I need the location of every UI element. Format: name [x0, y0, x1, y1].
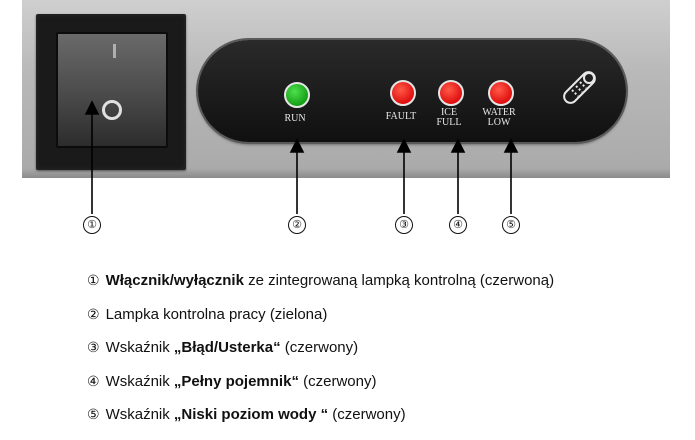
callout-1: ①	[83, 216, 101, 234]
callout-3: ③	[395, 216, 413, 234]
ice-full-led	[438, 80, 464, 106]
fault-led	[390, 80, 416, 106]
callout-2: ②	[288, 216, 306, 234]
off-symbol-icon	[102, 100, 122, 120]
fault-label: FAULT	[385, 111, 417, 122]
callout-4: ④	[449, 216, 467, 234]
run-label: RUN	[284, 113, 306, 124]
water-low-led	[488, 80, 514, 106]
drain-pipe-icon	[563, 71, 596, 104]
callout-5: ⑤	[502, 216, 520, 234]
power-rocker-switch[interactable]	[56, 32, 168, 148]
power-switch-frame	[36, 14, 186, 170]
run-led	[284, 82, 310, 108]
on-symbol-icon	[113, 44, 116, 58]
